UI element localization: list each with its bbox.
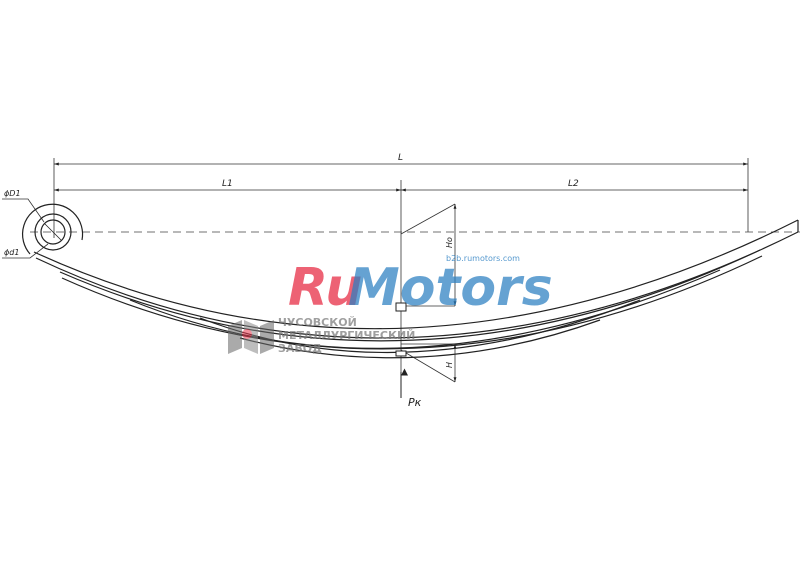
spring-eye xyxy=(21,203,84,255)
extension-lines xyxy=(53,158,749,380)
watermark-brand-motors: Motors xyxy=(348,258,553,318)
dim-label-eye-outer: ϕD1 xyxy=(4,189,21,198)
dim-label-l1: L1 xyxy=(222,179,233,189)
watermark-company-line2: МЕТАЛЛУРГИЧЕСКИЙ xyxy=(278,329,415,342)
dim-label-load: Pк xyxy=(408,396,422,409)
dim-label-free-height: Hо xyxy=(445,237,454,248)
watermark-brand-ru: Ru xyxy=(288,258,362,318)
watermark-company-line1: ЧУСОВСКОЙ xyxy=(278,316,357,329)
dim-label-l2: L2 xyxy=(568,179,579,189)
dimension-lines xyxy=(2,162,748,383)
company-logo-icon xyxy=(228,320,274,354)
watermark-company-line3: ЗАВОД xyxy=(278,342,322,355)
watermark: Ru Motors b2b.rumotors.com ЧУСОВСКОЙ МЕТ… xyxy=(228,254,553,355)
dim-label-loaded-height: H xyxy=(445,362,454,368)
spring-leaves xyxy=(33,219,799,359)
dim-label-eye-inner: ϕd1 xyxy=(4,248,19,257)
watermark-site: b2b.rumotors.com xyxy=(446,254,520,263)
center-bolt xyxy=(395,302,407,357)
dim-label-l: L xyxy=(398,153,403,163)
